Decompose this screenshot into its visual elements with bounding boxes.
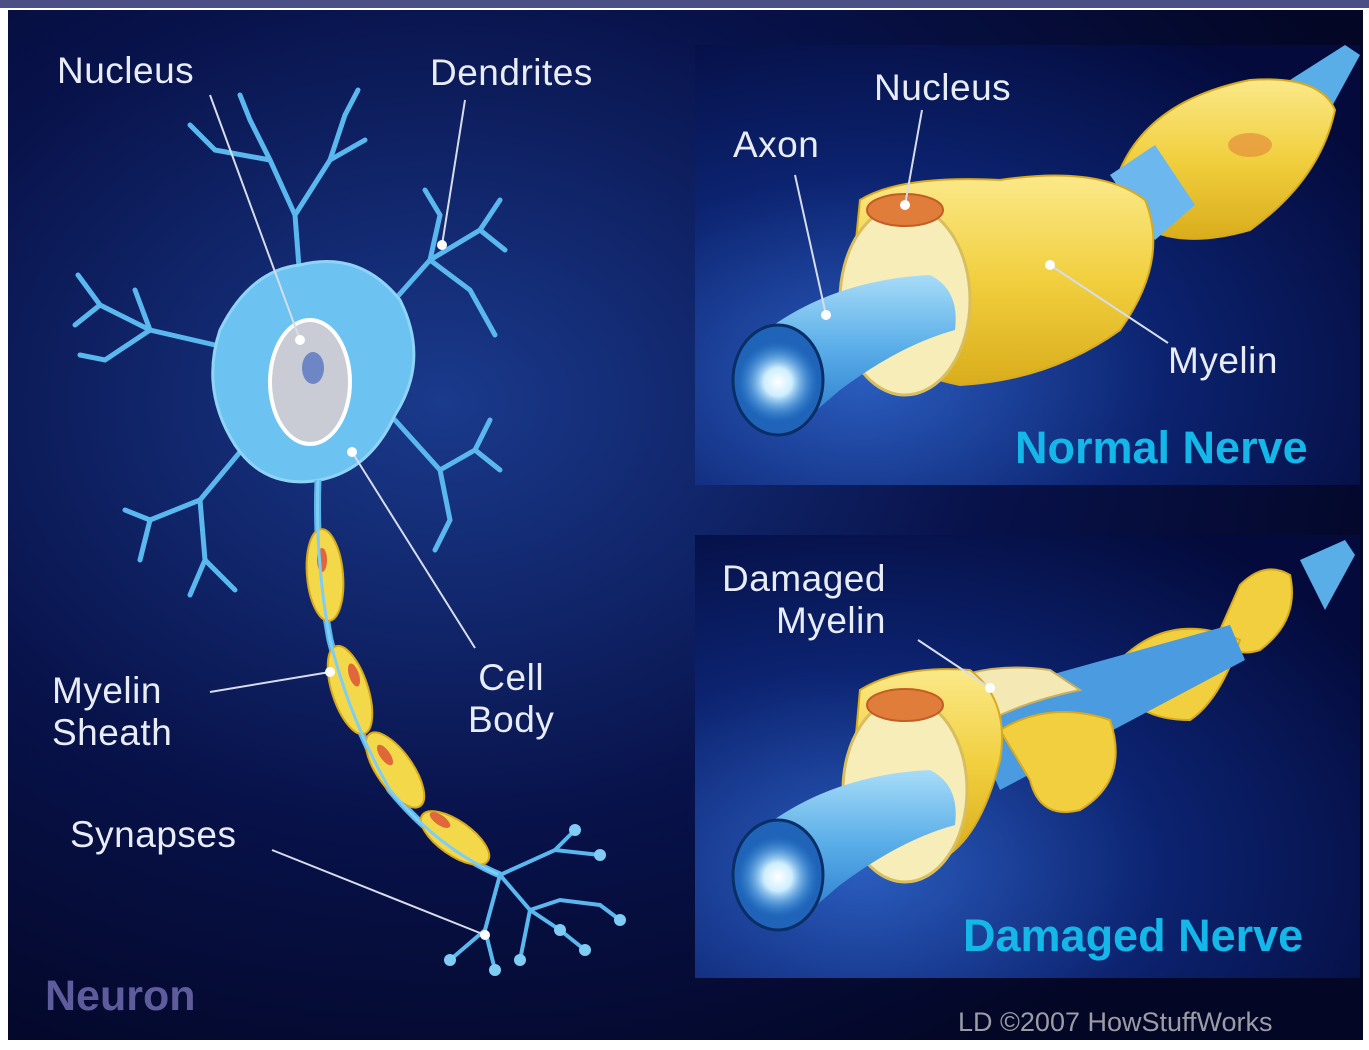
label-cell-body: Cell Body bbox=[468, 657, 554, 741]
label-myelin: Myelin bbox=[1168, 340, 1278, 382]
neuron-title: Neuron bbox=[45, 972, 196, 1021]
credit-text: LD ©2007 HowStuffWorks bbox=[958, 1007, 1273, 1038]
damaged-nerve-title: Damaged Nerve bbox=[963, 910, 1303, 962]
label-nucleus: Nucleus bbox=[57, 50, 194, 92]
label-axon: Axon bbox=[733, 124, 819, 166]
label-dendrites: Dendrites bbox=[430, 52, 593, 94]
label-damaged-myelin: Damaged Myelin bbox=[722, 558, 886, 642]
label-myelin-sheath: Myelin Sheath bbox=[52, 670, 172, 754]
label-synapses: Synapses bbox=[70, 814, 237, 856]
normal-nerve-title: Normal Nerve bbox=[1015, 422, 1308, 474]
label-normal-nucleus: Nucleus bbox=[874, 67, 1011, 109]
